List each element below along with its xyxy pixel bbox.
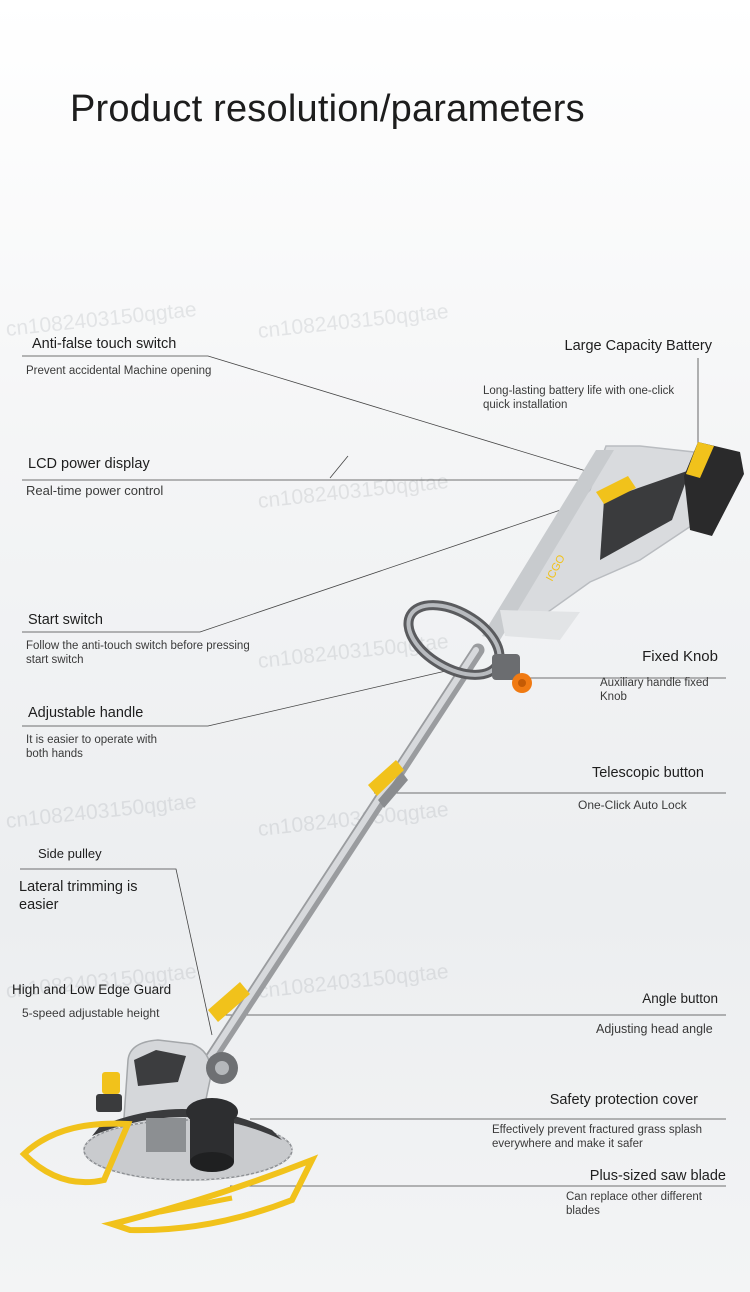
safety-cover-label: Safety protection cover [549, 1092, 698, 1108]
saw-blade-label: Plus-sized saw blade [589, 1168, 726, 1184]
edge-guard-desc: 5-speed adjustable height [22, 1006, 160, 1020]
height-selector [102, 1072, 120, 1094]
trimmer-body: ICGO [482, 442, 744, 640]
telescopic-button-label: Telescopic button [591, 765, 704, 781]
side-pulley-label: Side pulley [38, 846, 102, 861]
angle-button-label: Angle button [642, 991, 718, 1006]
anti-false-touch-label: Anti-false touch switch [32, 336, 177, 352]
motor-head [19, 1039, 319, 1234]
edge-guard-label: High and Low Edge Guard [12, 982, 172, 997]
battery-desc: Long-lasting battery life with one-click… [483, 385, 675, 411]
fixed-knob-desc: Auxiliary handle fixed Knob [600, 677, 709, 703]
anti-false-touch-desc: Prevent accidental Machine opening [26, 365, 212, 377]
lcd-desc: Real-time power control [26, 483, 164, 498]
telescopic-button-desc: One-Click Auto Lock [578, 798, 687, 812]
saw-blade-desc: Can replace other different blades [566, 1191, 702, 1217]
start-switch-label: Start switch [28, 612, 103, 628]
page-title: Product resolution/parameters [70, 88, 585, 130]
safety-cover-desc: Effectively prevent fractured grass spla… [492, 1124, 703, 1150]
fixed-knob-label: Fixed Knob [642, 648, 718, 665]
battery-label: Large Capacity Battery [564, 338, 713, 354]
lcd-label: LCD power display [28, 456, 150, 472]
auxiliary-handle [403, 600, 580, 693]
angle-collar [208, 982, 250, 1022]
telescopic-collar [368, 760, 404, 796]
trimmer-shaft [203, 643, 485, 1067]
leader-lines [20, 355, 726, 1187]
start-switch-desc: Follow the anti-touch switch before pres… [26, 640, 250, 666]
adjustable-handle-desc: It is easier to operate with both hands [26, 734, 158, 760]
angle-button-desc: Adjusting head angle [596, 1022, 713, 1036]
edge-guard [19, 1120, 133, 1186]
start-trigger [596, 476, 636, 504]
side-pulley-desc: Lateral trimming is easier [19, 879, 138, 913]
adjustable-handle-label: Adjustable handle [28, 705, 144, 721]
